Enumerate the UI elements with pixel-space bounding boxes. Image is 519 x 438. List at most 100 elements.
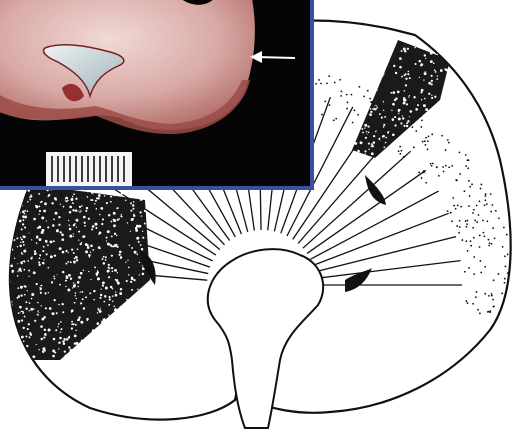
speckle-dot <box>67 261 69 263</box>
speckle-dot <box>51 202 53 204</box>
speckle-dot <box>113 345 114 346</box>
cortex-dot <box>422 141 424 143</box>
speckle-dot <box>120 306 122 308</box>
speckle-dot <box>23 269 25 271</box>
speckle-dot <box>75 342 78 345</box>
speckle-dot <box>360 99 361 100</box>
speckle-dot <box>60 204 61 205</box>
cortex-dot <box>465 220 467 222</box>
cortex-dot <box>43 200 45 202</box>
speckle-dot <box>383 146 385 148</box>
cortex-dot <box>75 201 77 203</box>
speckle-dot <box>359 96 362 99</box>
speckle-dot <box>68 220 69 221</box>
speckle-dot <box>22 241 24 243</box>
cortex-dot <box>457 205 459 207</box>
speckle-dot <box>394 116 396 118</box>
speckle-dot <box>14 258 15 259</box>
speckle-dot <box>408 141 410 143</box>
speckle-dot <box>113 320 114 321</box>
speckle-dot <box>80 272 83 275</box>
speckle-dot <box>424 54 426 56</box>
speckle-dot <box>69 206 72 209</box>
cortex-dot <box>36 222 38 224</box>
cortex-dot <box>408 116 410 118</box>
cortex-dot <box>33 231 35 233</box>
speckle-dot <box>408 155 411 158</box>
speckle-dot <box>361 56 362 57</box>
cortex-dot <box>363 96 365 98</box>
speckle-dot <box>359 122 361 124</box>
speckle-dot <box>65 280 67 282</box>
speckle-dot <box>431 80 433 82</box>
speckle-dot <box>39 257 41 259</box>
speckle-dot <box>16 196 18 198</box>
cortex-dot <box>66 199 68 201</box>
speckle-dot <box>88 218 90 220</box>
speckle-dot <box>408 71 410 73</box>
cortex-dot <box>472 212 474 214</box>
speckle-dot <box>369 113 372 116</box>
speckle-dot <box>446 84 448 86</box>
speckle-dot <box>135 326 138 329</box>
cortex-dot <box>455 208 457 210</box>
speckle-dot <box>362 132 364 134</box>
speckle-dot <box>6 322 8 324</box>
speckle-dot <box>100 308 101 309</box>
speckle-dot <box>431 120 433 122</box>
speckle-dot <box>135 354 137 356</box>
speckle-dot <box>115 319 118 322</box>
speckle-dot <box>392 133 395 136</box>
speckle-dot <box>135 227 138 230</box>
speckle-dot <box>62 311 64 313</box>
speckle-dot <box>7 323 8 324</box>
speckle-dot <box>132 208 134 210</box>
cortex-dot <box>483 232 485 234</box>
cortex-dot <box>398 123 400 125</box>
speckle-dot <box>423 79 424 80</box>
speckle-dot <box>409 95 410 96</box>
cortex-dot <box>465 300 467 302</box>
cortex-dot <box>43 194 45 196</box>
speckle-dot <box>134 193 136 195</box>
cortex-dot <box>476 205 478 207</box>
speckle-dot <box>89 292 91 294</box>
speckle-dot <box>72 287 73 288</box>
speckle-dot <box>28 310 29 311</box>
speckle-dot <box>41 338 43 340</box>
speckle-dot <box>25 335 27 337</box>
cortex-dot <box>21 312 23 314</box>
speckle-dot <box>104 337 106 339</box>
speckle-dot <box>364 150 366 152</box>
speckle-dot <box>27 290 28 291</box>
cortex-dot <box>461 239 463 241</box>
cortex-dot <box>71 204 73 206</box>
speckle-dot <box>110 346 112 348</box>
speckle-dot <box>383 49 386 52</box>
cortex-dot <box>450 212 452 214</box>
speckle-dot <box>114 233 116 235</box>
cortex-dot <box>460 206 462 208</box>
speckle-dot <box>53 275 55 277</box>
speckle-dot <box>119 254 121 256</box>
cortex-dot <box>467 159 469 161</box>
speckle-dot <box>109 268 110 269</box>
speckle-dot <box>421 99 422 100</box>
speckle-dot <box>383 124 385 126</box>
speckle-dot <box>106 331 108 333</box>
speckle-dot <box>6 339 8 341</box>
speckle-dot <box>28 323 30 325</box>
cortex-dot <box>376 131 378 133</box>
speckle-dot <box>110 196 112 198</box>
cortex-dot <box>23 297 25 299</box>
speckle-dot <box>40 285 42 287</box>
speckle-dot <box>57 326 58 327</box>
speckle-dot <box>99 247 101 249</box>
cortex-dot <box>41 260 43 262</box>
speckle-dot <box>7 354 9 356</box>
cortex-dot <box>465 240 467 242</box>
speckle-dot <box>141 248 143 250</box>
speckle-dot <box>446 50 448 52</box>
speckle-dot <box>447 154 448 155</box>
